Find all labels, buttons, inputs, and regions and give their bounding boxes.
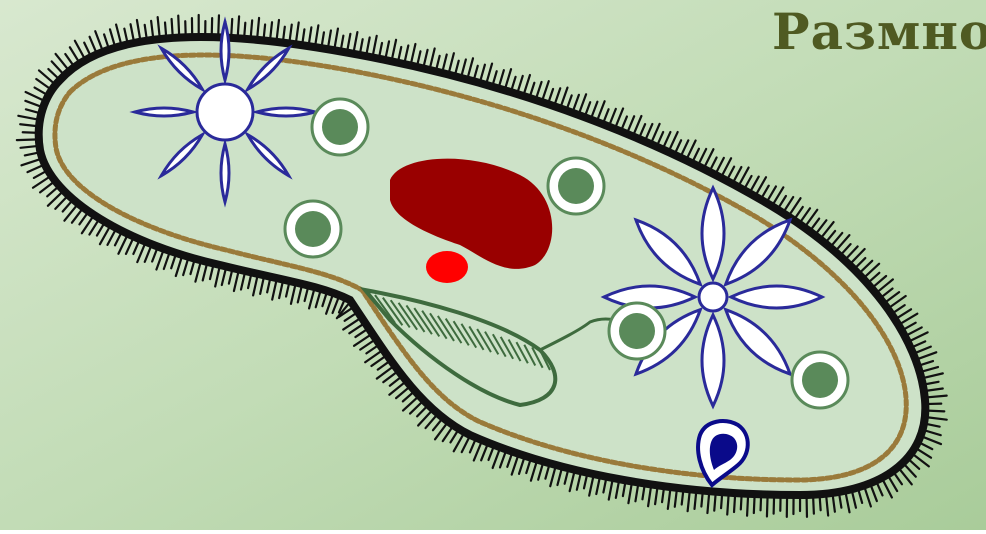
contractile-vacuole-posterior	[604, 188, 822, 406]
micronucleus	[426, 251, 468, 283]
slide-title: Размно	[772, 2, 986, 61]
contractile-vacuole-anterior	[135, 22, 315, 202]
